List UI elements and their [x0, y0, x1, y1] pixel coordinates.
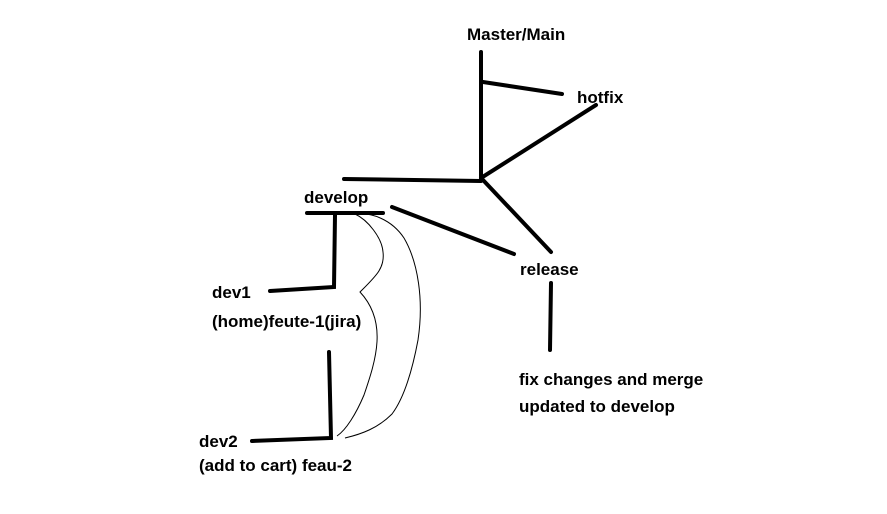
release-note-line1: fix changes and merge — [519, 370, 703, 389]
dev2-feature-label: (add to cart) feau-2 — [199, 456, 352, 475]
develop-label: develop — [304, 188, 368, 207]
hotfix-branch-line — [481, 80, 564, 96]
merge-curve — [336, 213, 384, 437]
develop-to-release-line — [390, 205, 516, 256]
master-label: Master/Main — [467, 25, 565, 44]
dev1-feature-label: (home)feute-1(jira) — [212, 312, 361, 331]
release-label: release — [520, 260, 579, 279]
dev2-label: dev2 — [199, 432, 238, 451]
hotfix-merge-line — [479, 103, 598, 180]
dev2-branch-line — [250, 350, 334, 443]
dev1-branch-line — [268, 213, 337, 293]
hotfix-label: hotfix — [577, 88, 624, 107]
release-note-line2: updated to develop — [519, 397, 675, 416]
develop-to-master-line — [342, 177, 483, 183]
merge-curve-outer — [344, 213, 421, 439]
release-line — [548, 281, 553, 352]
dev1-label: dev1 — [212, 283, 251, 302]
master-to-release-line — [481, 178, 553, 254]
